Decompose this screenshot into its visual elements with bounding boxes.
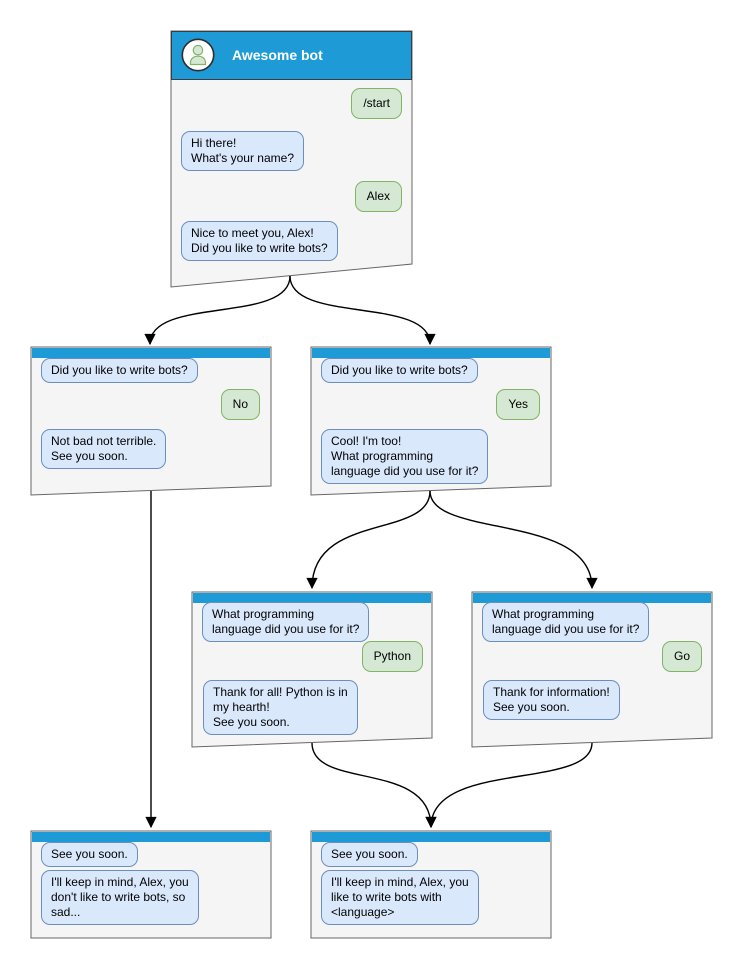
- window-titlebar-end-yes: [312, 832, 550, 842]
- connector-yes-to-go: [429, 490, 598, 590]
- bot-message-bubble: Thank for all! Python is in my hearth! S…: [203, 680, 358, 735]
- bot-message-bubble: Thank for information! See you soon.: [483, 680, 620, 720]
- connector-start-to-yes: [289, 275, 436, 346]
- bot-avatar: [181, 38, 215, 77]
- bot-message-bubble: Hi there! What's your name?: [181, 131, 305, 171]
- connector-start-to-no: [144, 275, 291, 346]
- user-message-bubble: Python: [361, 641, 423, 672]
- bot-message-bubble: What programming language did you use fo…: [482, 602, 650, 642]
- bot-message-bubble: I'll keep in mind, Alex, you don't like …: [41, 870, 199, 925]
- bot-message-bubble: See you soon.: [321, 842, 418, 867]
- window-titlebar-branch-python: [193, 593, 431, 603]
- window-title: Awesome bot: [232, 47, 323, 63]
- connector-yes-to-python: [306, 490, 431, 590]
- bot-message-bubble: Did you like to write bots?: [41, 358, 198, 383]
- bot-message-bubble: I'll keep in mind, Alex, you like to wri…: [321, 870, 479, 925]
- connector-go-to-end: [425, 742, 593, 829]
- window-titlebar-branch-yes: [312, 348, 550, 358]
- bot-message-bubble: See you soon.: [41, 842, 138, 867]
- window-titlebar-branch-go: [473, 593, 711, 603]
- user-message-bubble: /start: [351, 88, 402, 119]
- user-message-bubble: Go: [661, 641, 702, 672]
- user-message-bubble: No: [220, 389, 260, 420]
- user-message-bubble: Alex: [354, 181, 402, 212]
- connector-python-to-end: [311, 742, 437, 829]
- window-titlebar-end-no: [32, 832, 270, 842]
- bot-message-bubble: Did you like to write bots?: [321, 358, 478, 383]
- person-icon: [181, 38, 215, 72]
- bot-message-bubble: Not bad not terrible. See you soon.: [41, 429, 167, 469]
- bot-message-bubble: What programming language did you use fo…: [202, 602, 370, 642]
- window-titlebar-branch-no: [32, 348, 270, 358]
- user-message-bubble: Yes: [496, 389, 540, 420]
- bot-message-bubble: Cool! I'm too! What programming language…: [321, 429, 489, 484]
- bot-message-bubble: Nice to meet you, Alex! Did you like to …: [181, 221, 338, 261]
